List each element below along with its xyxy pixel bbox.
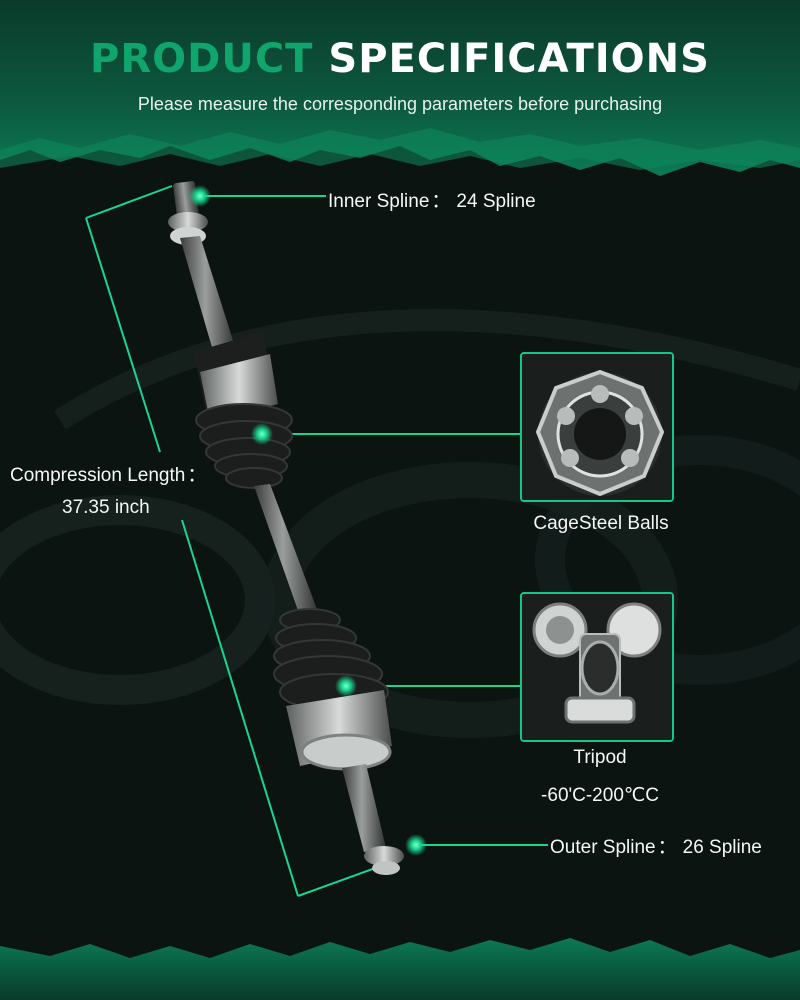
separator: ： xyxy=(657,837,677,858)
compression-length-value: 37.35 inch xyxy=(62,497,150,518)
compression-length-name: Compression Length xyxy=(10,465,186,486)
separator: ： xyxy=(187,465,207,486)
separator: ： xyxy=(431,191,451,212)
tripod-temp-range: -60'C-200℃C xyxy=(541,785,659,806)
callout-glow-dots xyxy=(189,185,427,856)
outer-spline-label: Outer Spline：26 Spline xyxy=(550,832,762,859)
page-subtitle: Please measure the corresponding paramet… xyxy=(137,94,663,114)
outer-spline-name: Outer Spline xyxy=(550,837,656,858)
title-accent-word: PRODUCT xyxy=(90,36,314,82)
cage-steel-balls-label: CageSteel Balls xyxy=(533,513,669,534)
top-brush-band xyxy=(0,0,800,176)
tripod-label: Tripod xyxy=(573,747,627,768)
tripod-image xyxy=(520,592,674,742)
compression-length-label: Compression Length： xyxy=(10,460,212,487)
bottom-brush-band xyxy=(0,938,800,1000)
compression-bracket xyxy=(85,185,393,897)
outer-spline-value: 26 Spline xyxy=(682,837,762,858)
title-main-word: SPECIFICATIONS xyxy=(328,36,710,82)
page-title: PRODUCT SPECIFICATIONS xyxy=(0,36,800,82)
inner-spline-value: 24 Spline xyxy=(456,191,536,212)
cage-steel-balls-image xyxy=(520,352,674,502)
inner-spline-name: Inner Spline xyxy=(328,191,430,212)
axle-shaft-illustration xyxy=(168,181,404,875)
inner-spline-label: Inner Spline：24 Spline xyxy=(328,186,536,213)
